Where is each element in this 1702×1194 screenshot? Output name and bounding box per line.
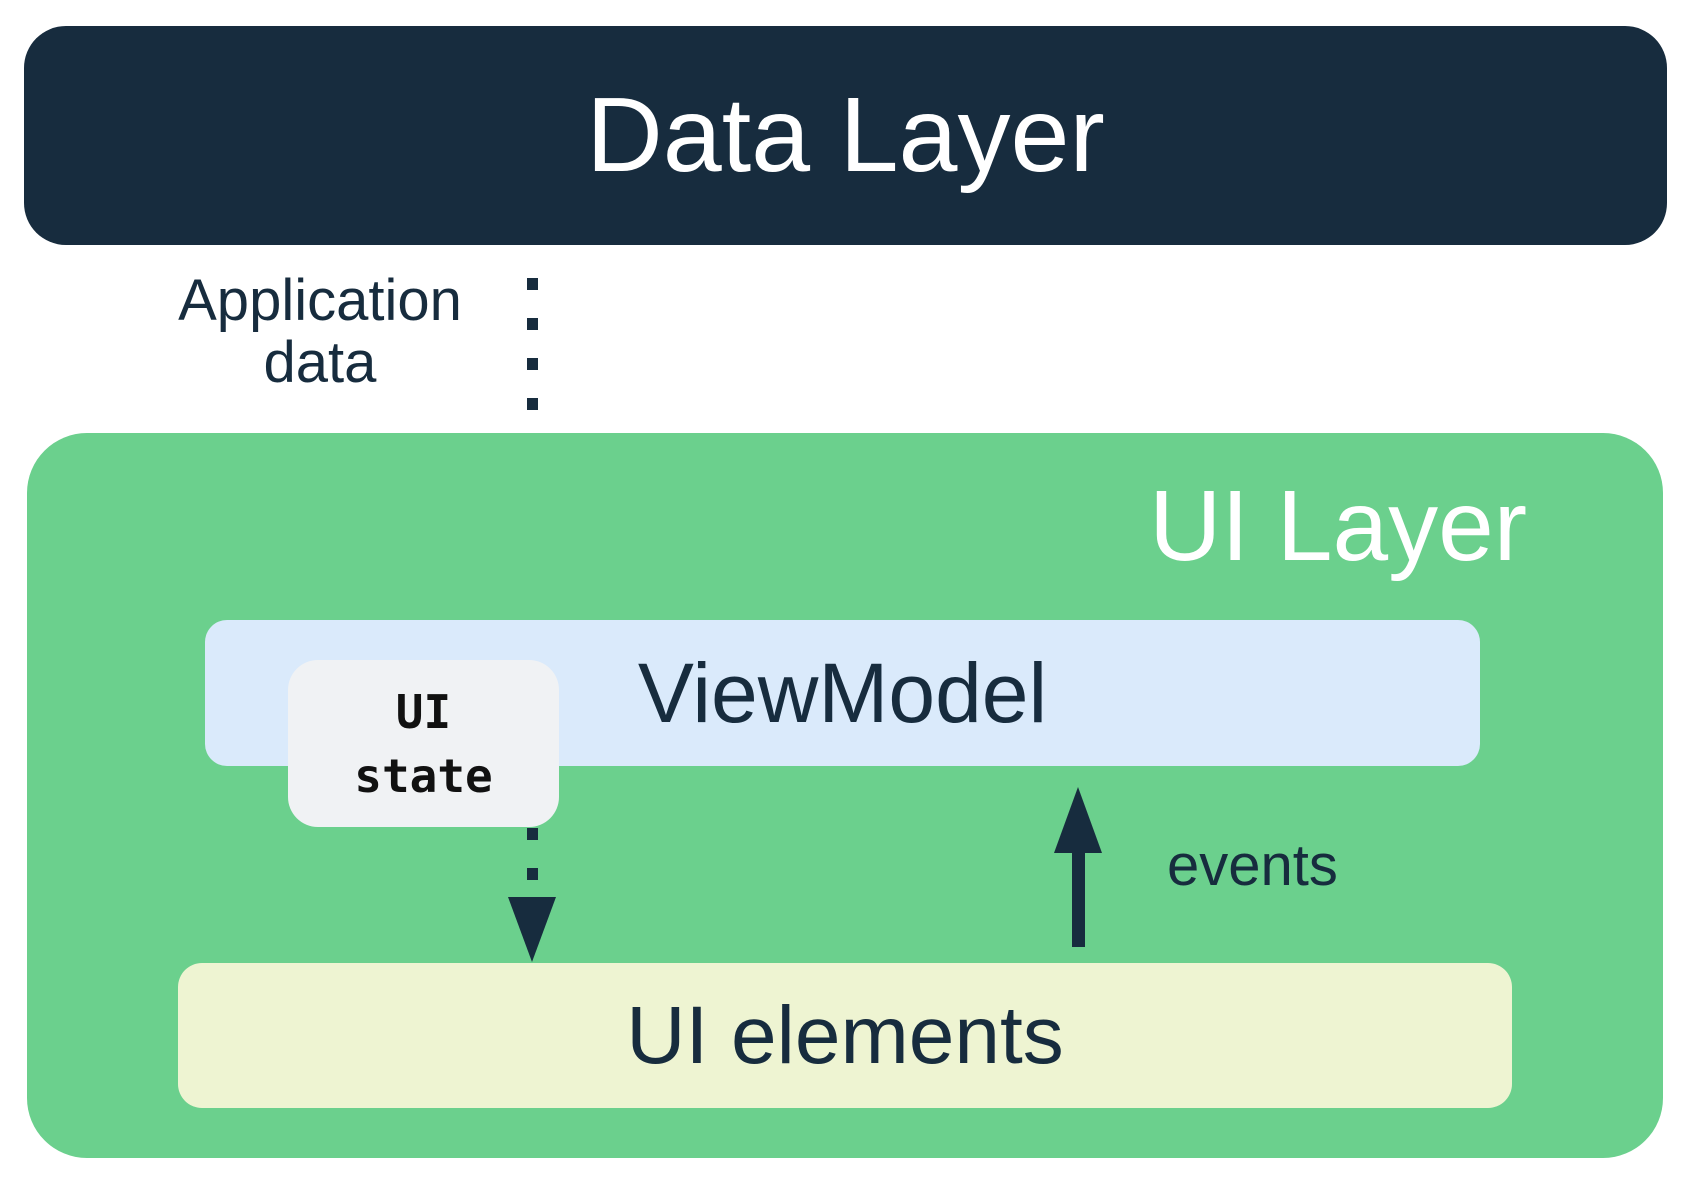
ui-state-arrow-dotted-line [527,828,538,888]
ui-state-chip: UI state [288,660,559,827]
application-data-line2: data [263,330,377,395]
ui-state-line2: state [354,748,493,803]
ui-state-line1: UI [395,684,452,739]
data-layer-title: Data Layer [586,76,1105,194]
data-layer-box: Data Layer [24,26,1667,245]
ui-layer-title: UI Layer [1149,470,1527,582]
events-arrowhead-icon [1054,787,1102,853]
ui-state-arrowhead-icon [508,897,556,962]
events-arrow-shaft [1072,845,1085,947]
viewmodel-title: ViewModel [637,645,1048,740]
events-label: events [1167,833,1338,898]
application-data-arrow-dotted-line [527,278,538,542]
application-data-label: Application data [130,270,510,394]
ui-elements-title: UI elements [626,989,1064,1081]
ui-elements-box: UI elements [178,963,1512,1108]
application-data-line1: Application [178,268,462,333]
